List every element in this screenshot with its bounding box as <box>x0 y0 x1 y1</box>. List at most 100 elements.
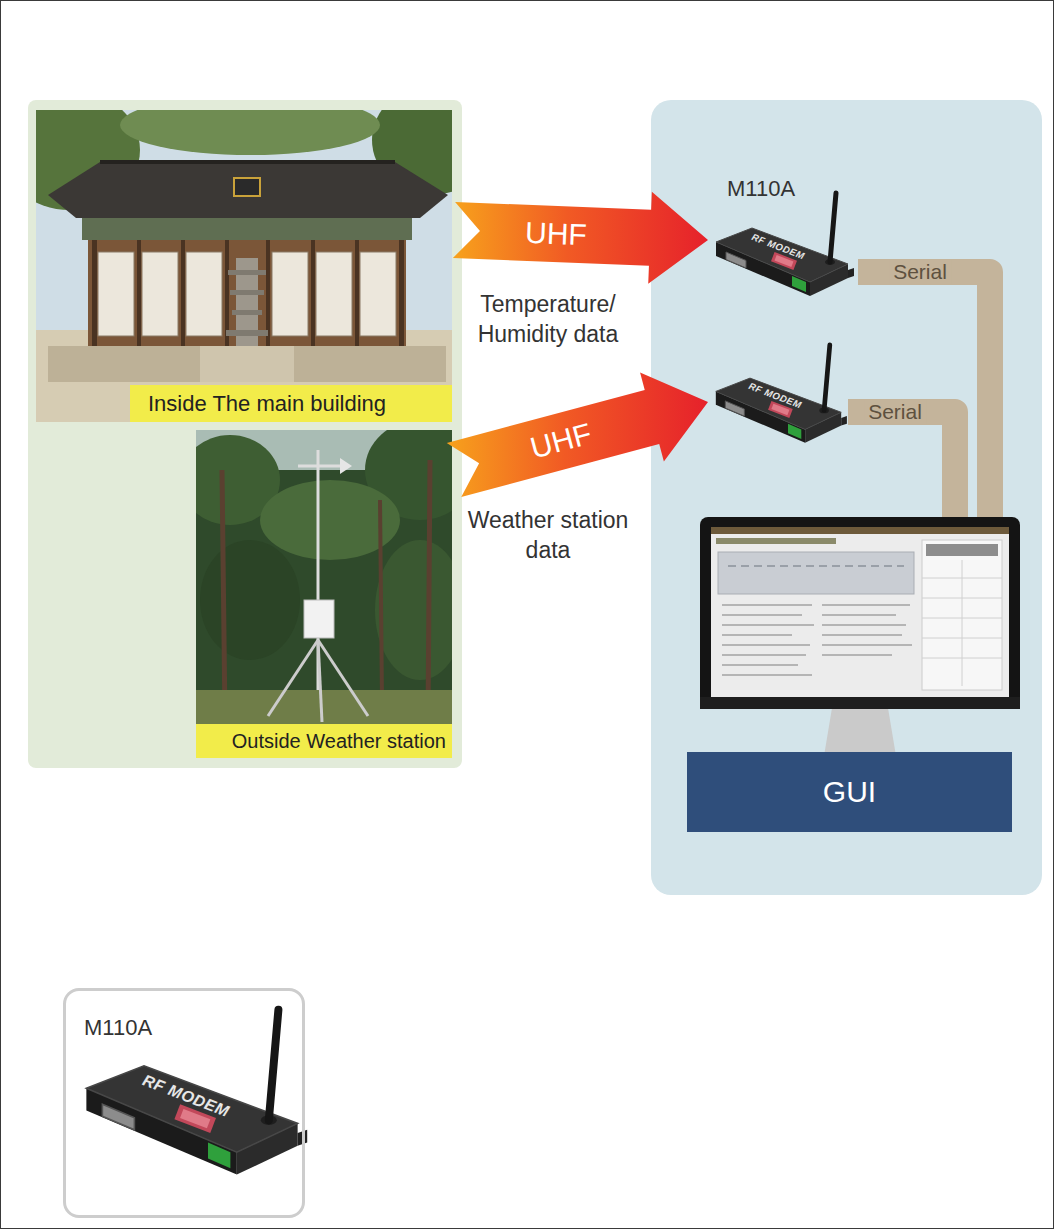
weather-station-photo-part <box>318 640 368 716</box>
weather-station-photo-part <box>375 540 452 680</box>
monitor-part <box>700 697 1020 709</box>
temple-photo-part <box>98 252 134 336</box>
temple-photo-part <box>181 240 185 348</box>
device-marking: RF MODEM <box>747 381 803 411</box>
link-label: UHF <box>524 218 587 250</box>
temple-photo-part <box>234 178 260 196</box>
gui-monitor: GUI <box>687 517 1012 832</box>
cable-label: Serial <box>864 400 926 424</box>
gui-bar: GUI <box>687 752 1012 832</box>
serial-cable <box>848 412 955 517</box>
weather-station-photo-part <box>304 600 334 638</box>
weather-station-photo-part <box>200 540 300 660</box>
monitor-part <box>822 614 896 616</box>
device-name: M110A <box>727 176 795 202</box>
weather-station-photo-part <box>268 640 318 716</box>
monitor-part <box>716 538 836 544</box>
monitor-part <box>722 664 798 666</box>
monitor-part <box>722 674 812 676</box>
monitor-part <box>922 638 1002 639</box>
monitor-part <box>722 644 810 646</box>
temple-photo-part <box>82 218 412 240</box>
device-name: M110A <box>84 1015 152 1041</box>
weather-station-photo <box>196 430 452 758</box>
monitor-part <box>722 624 814 626</box>
device-marking: RF MODEM <box>140 1071 231 1120</box>
temple-photo-part <box>48 346 446 382</box>
monitor-part <box>962 560 963 686</box>
modem-device: M110A RF MODEM <box>708 172 858 304</box>
temple-photo-part <box>316 252 352 336</box>
monitor-part <box>824 708 896 756</box>
monitor-part <box>926 544 998 556</box>
monitor-part <box>700 517 1020 709</box>
monitor-part <box>822 644 912 646</box>
radio-link-arrow <box>447 373 708 497</box>
temple-photo-part <box>142 252 178 336</box>
monitor-part <box>922 618 1002 619</box>
weather-station-photo-part <box>318 640 322 722</box>
photo-panel: Outside Weather station <box>196 430 452 758</box>
monitor-part <box>722 634 792 636</box>
weather-station-photo-part <box>428 460 430 720</box>
device-marking: RF MODEM <box>750 232 806 262</box>
temple-photo-part <box>232 310 262 315</box>
monitor-part <box>711 527 1009 697</box>
product-box: M110A RF MODEM <box>63 988 305 1218</box>
temple-photo-part <box>272 252 308 336</box>
temple-photo-part <box>228 270 266 275</box>
monitor-part <box>722 604 812 606</box>
radio-link-arrow <box>453 192 708 284</box>
data-caption: Weather station data <box>460 506 636 566</box>
temple-photo-part <box>88 240 406 348</box>
link-label: UHF <box>527 419 594 464</box>
photo-panel: Inside The main building <box>36 110 452 422</box>
temple-photo-part <box>226 330 268 336</box>
monitor-part <box>728 565 904 567</box>
temple-photo-part <box>48 162 448 218</box>
temple-photo-part <box>399 240 404 348</box>
temple-photo <box>36 110 452 422</box>
data-caption: Temperature/ Humidity data <box>460 290 636 350</box>
weather-station-photo-part <box>298 465 344 468</box>
modem-illustration <box>716 193 854 296</box>
monitor-part <box>922 658 1002 659</box>
temple-photo-part <box>230 290 264 295</box>
monitor <box>700 517 1020 756</box>
control-room-panel <box>651 100 1042 895</box>
temple-photo-part <box>186 252 222 336</box>
temple-photo-part <box>360 252 396 336</box>
weather-station-photo-part <box>380 500 382 700</box>
modem-device: RF MODEM <box>708 372 848 448</box>
weather-station-photo-part <box>222 470 225 720</box>
temple-photo-part <box>100 160 395 164</box>
monitor-part <box>922 540 1002 690</box>
monitor-part <box>722 614 802 616</box>
monitor-part <box>922 578 1002 579</box>
weather-station-photo-part <box>196 690 452 758</box>
serial-cable <box>858 272 990 517</box>
modem-illustration <box>716 345 847 443</box>
monitor-part <box>922 598 1002 599</box>
weather-station-photo-part <box>340 458 352 474</box>
temple-photo-part <box>200 346 294 382</box>
monitor-part <box>822 604 910 606</box>
location-label: Outside Weather station <box>196 724 452 758</box>
temple-photo-part <box>311 240 315 348</box>
temple-photo-part <box>120 110 380 155</box>
monitor-part <box>722 654 806 656</box>
monitor-part <box>711 527 1009 534</box>
temple-photo-part <box>92 240 97 348</box>
location-label: Inside The main building <box>130 385 452 422</box>
monitor-part <box>822 634 902 636</box>
monitor-part <box>718 552 914 594</box>
temple-photo-part <box>355 240 359 348</box>
monitor-part <box>822 654 892 656</box>
cable-label: Serial <box>889 260 951 284</box>
